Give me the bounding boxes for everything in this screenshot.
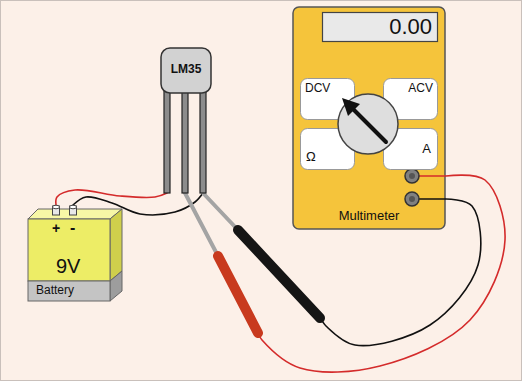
sensor-body xyxy=(161,48,211,93)
mode-button: A xyxy=(383,128,438,170)
mode-button-label: A xyxy=(422,142,431,156)
battery-front xyxy=(28,219,110,281)
meter-housing xyxy=(293,7,445,229)
knob-pointer xyxy=(352,108,386,142)
button-face xyxy=(301,79,355,120)
battery-base xyxy=(28,281,110,301)
meter-display-label: 0.00 xyxy=(389,15,432,39)
meter-jack xyxy=(405,192,419,206)
battery-side xyxy=(110,209,122,281)
battery-label: - xyxy=(70,219,75,237)
battery-terminal-top xyxy=(70,205,77,209)
battery-terminal xyxy=(70,206,77,215)
black-probe-handle xyxy=(238,230,320,318)
red-probe-handle xyxy=(218,256,258,333)
sensor-chip-label: LM35 xyxy=(160,63,212,76)
mode-button: ACV xyxy=(383,78,438,120)
battery-label: + xyxy=(52,221,60,236)
sensor-pin xyxy=(182,91,188,193)
meter-display: 0.00 xyxy=(322,12,438,42)
mode-button-label: ACV xyxy=(408,82,433,95)
multimeter: Multimeter 0.00DCV ACV Ω A xyxy=(292,6,450,230)
battery-side-base xyxy=(110,271,122,301)
battery: +- 9V Battery xyxy=(26,205,126,303)
mode-button: Ω xyxy=(300,128,355,170)
meter-jack-hole xyxy=(409,196,415,202)
battery-terminal-top xyxy=(53,205,60,209)
probe-tip xyxy=(203,193,238,230)
knob-pointer-head xyxy=(342,98,360,116)
mode-button-label: DCV xyxy=(305,82,330,95)
multimeter-label: Multimeter xyxy=(292,209,446,223)
selector-knob xyxy=(338,94,398,154)
sensor-chip: LM35 xyxy=(160,47,216,193)
mode-button-label: Ω xyxy=(306,150,316,164)
sensor-pin xyxy=(164,91,170,193)
button-face xyxy=(301,129,355,170)
button-face xyxy=(384,79,438,120)
mode-button: DCV xyxy=(300,78,355,120)
button-face xyxy=(384,129,438,170)
meter-jack-hole xyxy=(409,173,415,179)
display-window xyxy=(323,13,438,42)
battery-label: Battery xyxy=(36,284,74,297)
sensor-pin xyxy=(200,91,206,193)
meter-jack xyxy=(405,169,419,183)
battery-terminal xyxy=(53,206,60,215)
battery-label: 9V xyxy=(56,255,80,277)
